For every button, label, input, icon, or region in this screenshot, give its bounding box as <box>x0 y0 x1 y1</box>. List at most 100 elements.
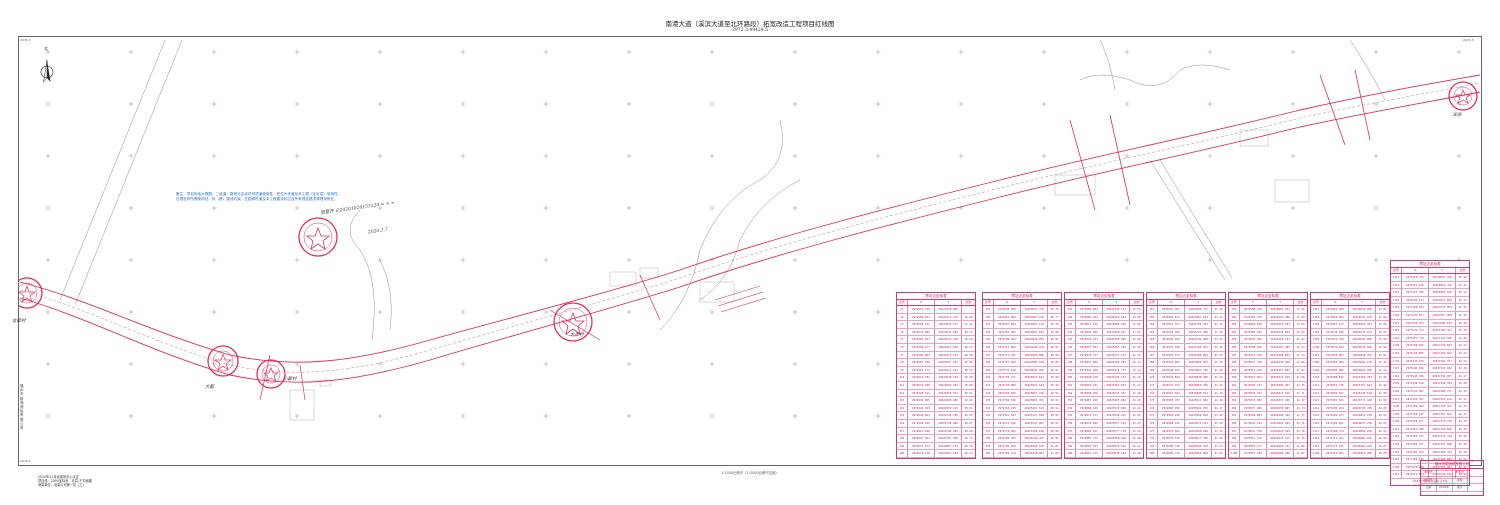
table-cell: 20.98 <box>1050 428 1059 433</box>
table-cell: 2973105.691 <box>1322 419 1349 427</box>
table-cell: J6 <box>897 343 908 351</box>
table-cell: J15 <box>897 412 908 419</box>
table-cell: 49426683.946 <box>1349 366 1377 374</box>
table-cell: 21.02 <box>1050 451 1059 456</box>
table-cell: 2973154.347 <box>1402 395 1429 403</box>
table-cell: J142 <box>1391 433 1402 441</box>
table-title: 界址点坐标表 <box>1229 293 1307 300</box>
table-cell: 2973144.229 <box>1402 357 1429 365</box>
table-cell: 21.19 <box>1132 398 1141 403</box>
table-cell: 49425598.428 <box>1103 435 1131 442</box>
table-cell: 22.03 <box>1378 420 1387 425</box>
table-cell: 21.71 <box>1296 390 1305 395</box>
title-block-cell <box>1468 484 1483 491</box>
table-cell: 2973102.971 <box>1322 412 1349 419</box>
table-cell: J145 <box>1391 456 1402 463</box>
table-cell: 49426596.806 <box>1349 336 1377 343</box>
table-cell: 20.93 <box>1050 398 1059 403</box>
table-cell: 2972568.741 <box>908 321 935 328</box>
table-cell: 21.80 <box>1296 443 1305 448</box>
table-cell: 49424709.119 <box>935 404 963 412</box>
table-cell: 20.27 <box>964 329 973 334</box>
table-cell: 20.99 <box>1050 436 1059 441</box>
table-cell: J49 <box>1065 366 1076 374</box>
table-cell: 20.48 <box>964 352 973 357</box>
table-cell: 22.36 <box>1458 426 1467 431</box>
table-cell: 2973165.277 <box>1402 441 1429 448</box>
table-cell: 49424458.066 <box>935 306 963 313</box>
table-cell: 21.79 <box>1296 436 1305 441</box>
table-cell: 49426640.335 <box>1349 351 1377 359</box>
table-cell: 49424827.539 <box>935 450 963 457</box>
table-cell: 21.38 <box>1214 352 1223 357</box>
table-cell: 20.69 <box>964 428 973 433</box>
table-cell: 2972996.648 <box>1240 321 1267 328</box>
table-cell: 2972863.260 <box>1076 397 1103 404</box>
table-cell: 49425619.169 <box>1103 442 1131 450</box>
table-cell: 2973148.386 <box>1402 372 1429 380</box>
table-cell: 22.35 <box>1458 419 1467 424</box>
table-cell: 49427080.152 <box>1429 319 1457 327</box>
table-cell: 2972715.886 <box>994 343 1021 351</box>
table-cell: J58 <box>1065 435 1076 442</box>
table-cell: J44 <box>1065 328 1076 336</box>
table-header-cell: 点号 <box>1311 300 1322 305</box>
table-cell: 20.84 <box>1050 352 1059 357</box>
cross-road-redline <box>259 354 306 401</box>
table-cell: 2972603.556 <box>908 359 935 366</box>
table-cell: 22.10 <box>1458 275 1467 279</box>
table-cell: 49425869.786 <box>1185 381 1213 389</box>
table-cell: 22.43 <box>1458 464 1467 469</box>
table-cell: J126 <box>1391 311 1402 319</box>
table-cell: J137 <box>1391 395 1402 403</box>
table-cell: 2973008.200 <box>1240 343 1267 351</box>
table-cell: J105 <box>1311 336 1322 343</box>
table-cell: 20.91 <box>1050 390 1059 395</box>
redline-lower <box>19 91 1481 383</box>
table-cell: 49425107.513 <box>1021 404 1049 412</box>
table-cell: J61 <box>1147 306 1158 313</box>
table-cell: 21.98 <box>1378 390 1387 395</box>
table-cell: J42 <box>1065 313 1076 321</box>
table-cell: J12 <box>897 389 908 397</box>
table-cell: 49424650.293 <box>935 381 963 389</box>
table-cell: 49427347.932 <box>1429 410 1457 418</box>
river-line <box>1159 159 1233 279</box>
table-cell: 2972551.319 <box>908 306 935 313</box>
table-cell: 2972901.991 <box>1158 306 1185 313</box>
table-cell: J123 <box>1391 289 1402 296</box>
table-cell: J25 <box>983 336 994 343</box>
table-cell: 2973033.883 <box>1240 397 1267 404</box>
title-block-cell <box>1437 469 1453 476</box>
table-cell: 49424966.906 <box>1021 351 1049 359</box>
